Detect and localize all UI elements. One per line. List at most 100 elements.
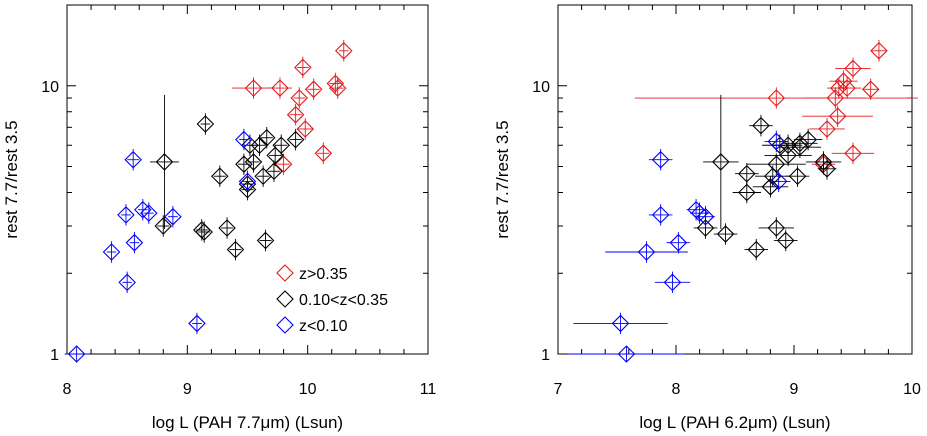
data-point — [634, 87, 918, 109]
diamond-marker — [188, 314, 206, 333]
data-point — [766, 170, 791, 193]
data-point — [117, 204, 135, 226]
diamond-marker — [791, 138, 809, 156]
diamond-marker — [716, 225, 735, 243]
data-point — [648, 148, 673, 171]
legend-marker — [276, 290, 294, 308]
data-point — [817, 158, 837, 180]
data-point — [195, 221, 213, 243]
diamond-marker — [844, 144, 862, 163]
data-point — [744, 238, 769, 261]
data-point — [567, 345, 686, 363]
legend: z>0.350.10<z<0.35z<0.10 — [276, 264, 388, 335]
diamond-marker — [826, 89, 845, 107]
data-point — [870, 40, 888, 62]
diamond-marker — [818, 120, 836, 138]
diamond-marker — [294, 58, 312, 77]
data-point — [150, 94, 179, 229]
plot-frame — [557, 4, 913, 355]
data-point — [164, 205, 182, 228]
diamond-marker — [830, 79, 848, 97]
data-point — [328, 77, 347, 99]
diamond-marker — [788, 167, 807, 185]
diamond-marker — [326, 74, 345, 93]
data-point — [235, 128, 253, 151]
diamond-marker — [241, 136, 259, 155]
diamond-marker — [663, 273, 682, 292]
diamond-marker — [814, 153, 833, 171]
diamond-marker — [196, 115, 215, 133]
diamond-marker — [226, 240, 245, 259]
diamond-marker — [696, 219, 715, 237]
diamond-marker — [328, 79, 347, 97]
data-point — [124, 148, 142, 171]
diamond-marker — [690, 204, 709, 222]
diamond-marker — [747, 240, 766, 259]
data-point — [296, 118, 315, 140]
x-axis-title: log L (PAH 7.7μm) (Lsun) — [152, 413, 343, 432]
data-point — [802, 105, 874, 127]
diamond-marker — [767, 132, 786, 151]
diamond-marker — [767, 89, 786, 107]
data-point — [154, 215, 173, 237]
data-point — [829, 70, 858, 92]
diamond-marker — [611, 314, 630, 333]
x-tick-label: 9 — [790, 381, 799, 398]
diamond-marker — [834, 72, 853, 90]
data-point — [218, 217, 236, 239]
data-point — [196, 113, 215, 135]
data-point — [805, 87, 865, 109]
x-tick-label: 11 — [420, 381, 437, 398]
data-point — [809, 118, 845, 140]
diamond-marker — [651, 206, 670, 224]
series-z-0-35 — [231, 40, 353, 175]
x-tick-label: 9 — [183, 381, 192, 398]
data-point — [290, 87, 309, 109]
diamond-marker — [304, 80, 323, 99]
diamond-marker — [134, 200, 152, 219]
diamond-marker — [818, 160, 836, 178]
diamond-marker — [286, 130, 305, 149]
data-point — [758, 217, 794, 239]
series-z-0-10 — [567, 130, 791, 363]
diamond-marker — [779, 146, 797, 165]
diamond-marker — [140, 204, 158, 222]
legend-label: 0.10<z<0.35 — [299, 292, 388, 309]
data-point — [666, 231, 691, 254]
y-tick-label: 1 — [541, 347, 550, 364]
data-point — [773, 229, 798, 252]
diamond-marker — [154, 217, 173, 235]
diamond-marker — [637, 243, 656, 261]
diamond-marker — [752, 116, 770, 135]
y-axis-title: rest 7.7/rest 3.5 — [493, 120, 512, 238]
diamond-marker — [257, 128, 276, 147]
diamond-marker — [696, 207, 715, 226]
data-point — [326, 72, 345, 95]
diamond-marker — [761, 178, 780, 196]
diamond-marker — [235, 130, 253, 149]
data-point — [749, 114, 773, 137]
data-point — [257, 127, 276, 149]
data-point — [703, 94, 739, 229]
diamond-marker — [244, 153, 263, 171]
legend-marker — [276, 316, 294, 334]
data-point — [256, 229, 275, 252]
data-point — [861, 78, 880, 101]
diamond-marker — [124, 150, 142, 169]
diamond-marker — [767, 219, 786, 237]
diamond-marker — [155, 153, 174, 171]
diamond-marker — [870, 42, 888, 60]
data-point — [314, 142, 333, 165]
data-point — [274, 153, 293, 175]
data-point — [764, 144, 812, 167]
x-axis-title: log L (PAH 6.2μm) (Lsun) — [639, 413, 830, 432]
x-tick-label: 10 — [299, 381, 317, 398]
diamond-marker — [117, 206, 135, 224]
diamond-marker — [266, 146, 284, 165]
diamond-marker — [712, 153, 730, 171]
data-point — [267, 77, 293, 99]
diamond-marker — [164, 207, 182, 226]
